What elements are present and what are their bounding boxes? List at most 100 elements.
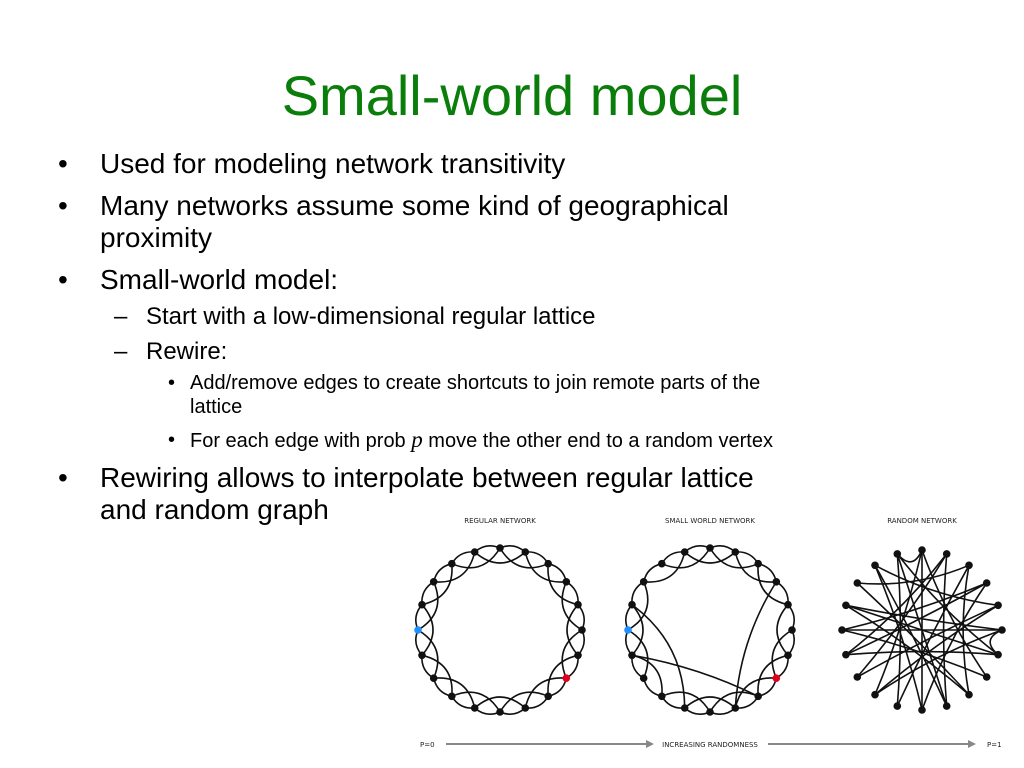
network-edge [627, 629, 649, 679]
network-edge [841, 629, 988, 678]
network-node [871, 561, 879, 570]
sub-bullet-item: – Start with a low-dimensional regular l… [114, 303, 596, 331]
network-edge [624, 604, 633, 631]
slide-title: Small-world model [281, 64, 743, 127]
network-edge [642, 562, 662, 582]
network-edge [414, 604, 423, 631]
network-edge [845, 604, 1003, 631]
network-edge [684, 544, 711, 553]
network-edge [499, 707, 526, 716]
network-node [871, 690, 879, 699]
regular-network-graph [414, 544, 586, 716]
random-network-graph [838, 546, 1006, 714]
network-node [658, 692, 666, 701]
network-edge [474, 696, 526, 709]
network-node [624, 626, 632, 634]
network-node [918, 546, 926, 554]
network-edge [474, 707, 501, 716]
bullet-item: • Rewiring allows to interpolate between… [58, 462, 920, 526]
network-node [544, 692, 552, 701]
network-node [994, 650, 1002, 659]
network-edge [661, 695, 685, 709]
network-edge [474, 544, 501, 553]
network-node [982, 579, 991, 587]
network-edge [709, 547, 759, 569]
bullet-item: • Many networks assume some kind of geog… [58, 190, 920, 254]
network-node [628, 600, 636, 609]
small-bullet-marker: • [168, 429, 176, 451]
network-edge [896, 553, 999, 656]
network-edge [787, 604, 796, 631]
sub-sub-bullet-text: move the other end to a random vertex [422, 430, 773, 452]
network-edge [417, 581, 439, 631]
network-node [429, 578, 438, 586]
label-random-network: RANDOM NETWORK [887, 517, 957, 525]
sub-sub-bullet-text-continued: lattice [190, 396, 243, 418]
network-edge [757, 654, 789, 697]
axis-arrowhead-left [646, 740, 654, 748]
network-edge [921, 549, 988, 678]
network-edge [845, 582, 988, 656]
dash-marker: – [114, 338, 128, 365]
axis-label-p0: P=0 [420, 741, 435, 749]
network-edge [432, 562, 452, 582]
network-edge [474, 551, 526, 564]
network-edge [709, 544, 736, 553]
network-edge [874, 564, 923, 711]
axis-arrowhead-right [968, 740, 976, 748]
bullet-text: Rewiring allows to interpolate between r… [100, 462, 754, 493]
network-node [706, 544, 714, 552]
network-edge [758, 562, 778, 582]
bullet-item: • Small-world model: [58, 264, 920, 296]
network-edge [709, 707, 736, 716]
network-edge [856, 582, 970, 696]
network-node [418, 600, 426, 609]
sub-bullet-text: Start with a low-dimensional regular lat… [146, 303, 596, 330]
network-node [470, 548, 479, 556]
network-node [942, 550, 951, 558]
network-edge [451, 547, 501, 569]
bullet-item: • Used for modeling network transitivity [58, 148, 920, 180]
network-edge [548, 678, 568, 698]
network-edge [577, 629, 586, 656]
network-node [784, 600, 792, 609]
network-edge [734, 551, 777, 583]
network-node [578, 626, 586, 634]
bullet-marker: • [58, 190, 68, 221]
network-edge [499, 547, 549, 569]
network-edge [433, 551, 476, 583]
network-edge [624, 629, 633, 656]
axis-label-p1: P=1 [987, 741, 1002, 749]
small-world-network-graph [624, 544, 796, 716]
network-edge [776, 604, 789, 656]
network-node [754, 692, 762, 701]
network-node [574, 600, 582, 609]
network-node [982, 673, 991, 681]
network-edge [561, 581, 583, 631]
network-edge [627, 581, 649, 631]
network-edge [856, 604, 999, 678]
sub-sub-bullet-text: For each edge with prob [190, 430, 412, 452]
network-edge [684, 696, 736, 709]
network-node [918, 706, 926, 714]
network-node [893, 550, 902, 558]
network-node [448, 559, 456, 568]
network-node [731, 548, 740, 556]
network-edge [451, 691, 501, 713]
network-edge [631, 604, 644, 656]
network-edge [577, 604, 586, 631]
network-node [772, 578, 781, 586]
network-node [706, 708, 714, 716]
sub-sub-bullet-text: Add/remove edges to create shortcuts to … [190, 372, 761, 394]
network-edge [921, 582, 988, 711]
dash-marker: – [114, 303, 128, 330]
network-edge [547, 563, 579, 606]
network-edge [433, 677, 476, 709]
network-edge [547, 654, 579, 697]
network-edge [548, 562, 568, 582]
bullet-marker: • [58, 148, 68, 179]
network-edge [421, 604, 434, 656]
network-node [754, 559, 762, 568]
bullet-marker: • [58, 264, 68, 295]
